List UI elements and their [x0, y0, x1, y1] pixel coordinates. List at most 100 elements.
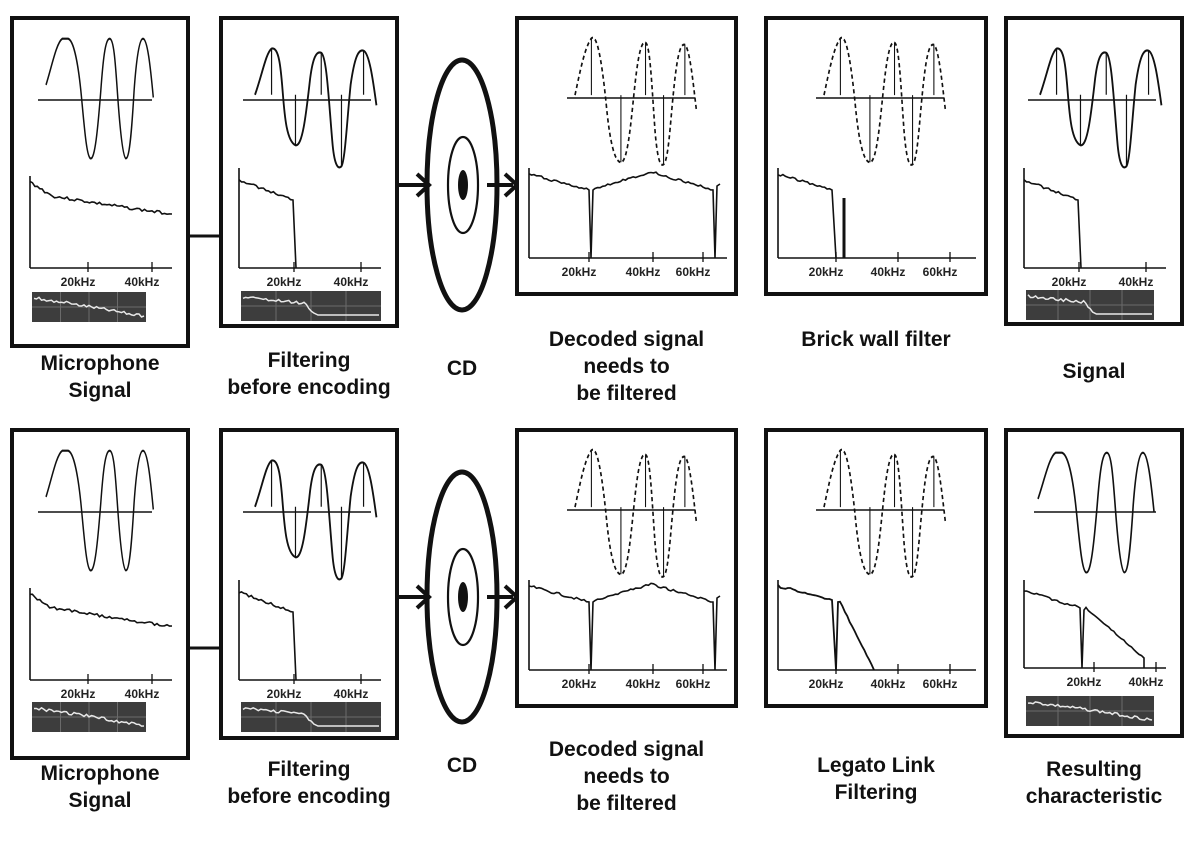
arrow-from-cd — [487, 172, 520, 198]
scope-trace — [1027, 701, 1153, 721]
tick-label: 60kHz — [923, 265, 958, 279]
tick-label: 60kHz — [676, 265, 711, 279]
tick-label: 60kHz — [923, 677, 958, 691]
tick-label: 40kHz — [1119, 275, 1154, 289]
waveform — [567, 36, 698, 166]
spectrum-plot: 20kHz 40kHz 60kHz — [777, 168, 976, 279]
cd-disc — [424, 469, 500, 725]
panel-decoded: 20kHz 40kHz 60kHz — [515, 428, 738, 708]
tick-label: 20kHz — [809, 265, 844, 279]
tick-label: 40kHz — [871, 677, 906, 691]
spectrum-plot: 20kHz 40kHz 60kHz — [777, 580, 976, 691]
spectrum-curve — [1023, 179, 1082, 269]
spectrum-plot: 20kHz 40kHz — [1023, 580, 1166, 689]
panel-filter: 20kHz 40kHz — [219, 428, 399, 740]
spectrum-curve — [777, 173, 837, 259]
tick-label: 40kHz — [125, 687, 160, 701]
panel-mic: 20kHz 40kHz — [10, 428, 190, 760]
waveform — [243, 459, 378, 581]
arrow-to-cd — [399, 172, 432, 198]
scope-thumbnail — [241, 702, 381, 732]
spectrum-plot: 20kHz 40kHz 60kHz — [528, 168, 727, 279]
waveform — [38, 37, 155, 160]
caption: Microphone Signal — [40, 762, 160, 812]
panel-decoded: 20kHz 40kHz 60kHz — [515, 16, 738, 296]
tick-label: 20kHz — [562, 677, 597, 691]
caption: CD — [446, 754, 478, 777]
tick-label: 20kHz — [1067, 675, 1102, 689]
panel-brick: 20kHz 40kHz 60kHz — [764, 16, 988, 296]
spectrum-curve — [238, 179, 297, 269]
spectrum-plot: 20kHz 40kHz — [29, 176, 173, 289]
tick-label: 40kHz — [626, 677, 661, 691]
caption: Microphone Signal — [40, 352, 160, 402]
scope-trace — [1027, 294, 1152, 315]
spectrum-plot: 20kHz 40kHz — [29, 588, 173, 701]
spectrum-plot: 20kHz 40kHz — [238, 168, 381, 289]
spectrum-plot: 20kHz 40kHz — [1023, 168, 1166, 289]
caption: Signal — [1062, 360, 1126, 383]
panel-frame — [515, 16, 738, 296]
panel-signal: 20kHz 40kHz — [1004, 16, 1184, 326]
tick-label: 20kHz — [1052, 275, 1087, 289]
tick-label: 20kHz — [562, 265, 597, 279]
scope-trace — [33, 296, 145, 318]
tick-label: 40kHz — [125, 275, 160, 289]
panel-frame — [219, 428, 399, 740]
spectrum-curve — [777, 584, 875, 671]
waveform — [816, 36, 947, 166]
caption: Filtering before encoding — [227, 758, 391, 808]
spectrum-curve — [528, 582, 721, 671]
spectrum-curve — [29, 180, 173, 216]
caption: Decoded signal needs to be filtered — [548, 738, 705, 815]
caption: Brick wall filter — [801, 328, 951, 351]
cd-disc — [424, 57, 500, 313]
spectrum-plot: 20kHz 40kHz 60kHz — [528, 580, 727, 691]
spectrum-plot: 20kHz 40kHz — [238, 580, 381, 701]
panel-frame — [515, 428, 738, 708]
waveform — [816, 448, 947, 578]
caption: Resulting characteristic — [1025, 758, 1163, 808]
scope-trace — [242, 706, 379, 727]
waveform — [38, 449, 155, 572]
panel-signal: 20kHz 40kHz — [1004, 428, 1184, 738]
tick-label: 40kHz — [334, 687, 369, 701]
waveform — [567, 448, 698, 578]
arrow-to-cd — [399, 584, 432, 610]
caption: Legato Link Filtering — [817, 754, 935, 804]
caption: Filtering before encoding — [227, 349, 391, 399]
waveform — [1028, 47, 1163, 169]
scope-thumbnail — [1026, 696, 1154, 726]
tick-label: 20kHz — [267, 275, 302, 289]
panel-frame — [1004, 16, 1184, 326]
spectrum-curve — [238, 591, 297, 681]
arrow-from-cd — [487, 584, 520, 610]
tick-label: 40kHz — [1129, 675, 1164, 689]
tick-label: 60kHz — [676, 677, 711, 691]
scope-trace — [242, 296, 379, 316]
tick-label: 20kHz — [61, 687, 96, 701]
panel-mic: 20kHz 40kHz — [10, 16, 190, 348]
tick-label: 20kHz — [809, 677, 844, 691]
scope-thumbnail — [1026, 290, 1154, 320]
waveform — [243, 47, 378, 169]
panel-frame — [764, 428, 988, 708]
tick-label: 40kHz — [871, 265, 906, 279]
panel-frame — [219, 16, 399, 328]
waveform — [1034, 451, 1156, 574]
tick-label: 40kHz — [626, 265, 661, 279]
panel-filter: 20kHz 40kHz — [219, 16, 399, 328]
spectrum-curve — [30, 593, 173, 627]
scope-thumbnail — [32, 702, 146, 732]
panel-frame — [1004, 428, 1184, 738]
spectrum-curve — [528, 171, 721, 259]
caption: Decoded signal needs to be filtered — [548, 328, 705, 405]
panel-frame — [764, 16, 988, 296]
scope-thumbnail — [32, 292, 146, 322]
tick-label: 40kHz — [334, 275, 369, 289]
tick-label: 20kHz — [267, 687, 302, 701]
tick-label: 20kHz — [61, 275, 96, 289]
spectrum-curve — [1023, 590, 1145, 669]
